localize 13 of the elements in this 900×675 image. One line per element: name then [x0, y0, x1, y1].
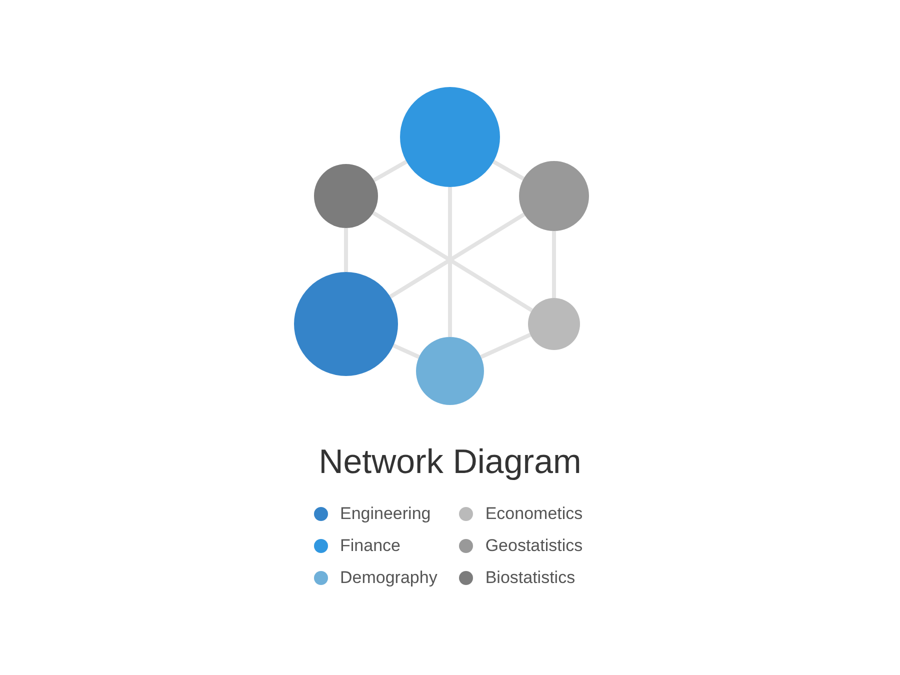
legend-label: Geostatistics	[485, 535, 583, 558]
legend-label: Demography	[340, 567, 438, 590]
connector-line	[372, 160, 408, 182]
legend-label: Biostatistics	[485, 567, 576, 590]
connector-line	[480, 332, 532, 359]
connector-line	[492, 160, 525, 180]
legend-label: Econometics	[485, 503, 583, 526]
connector-line	[389, 212, 526, 298]
diagram-title: Network Diagram	[318, 442, 582, 483]
connector-line	[372, 211, 533, 312]
legend-label: Finance	[340, 535, 400, 558]
connector-line	[392, 344, 420, 359]
legend-label: Engineering	[340, 503, 431, 526]
